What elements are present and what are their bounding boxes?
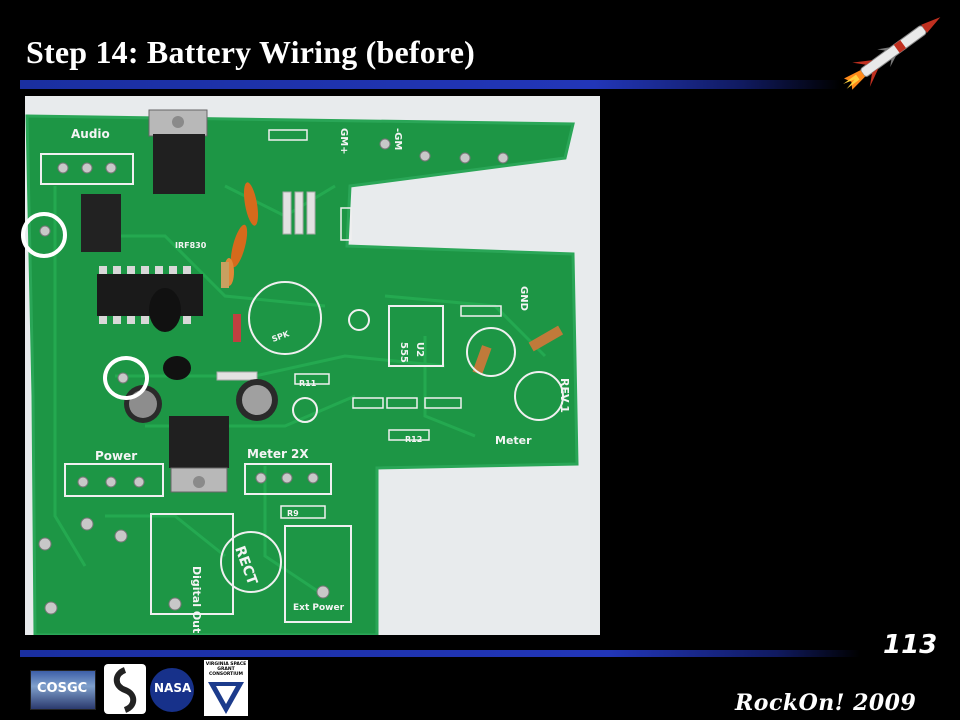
- slide-title: Step 14: Battery Wiring (before): [26, 34, 475, 70]
- cosgc-logo-text: COSGC: [37, 681, 88, 696]
- label-gm-plus: GM+: [338, 128, 349, 155]
- label-r11: R11: [299, 379, 317, 388]
- sponsor-logos: COSGC NASA VIRGINIA SPACE GRANT CONSORTI…: [30, 660, 250, 718]
- label-ext-power: Ext Power: [293, 603, 345, 613]
- footer-brand: RockOn! 2009: [735, 690, 917, 716]
- label-irf830: IRF830: [175, 241, 207, 250]
- label-digital-out: Digital Out: [190, 566, 203, 633]
- nasa-logo: NASA: [150, 668, 194, 712]
- page-number: 113: [883, 630, 938, 660]
- label-rev1: REV.1: [558, 378, 571, 413]
- title-underline: [20, 80, 840, 89]
- pcb-photo: Audio Power Meter 2X Digital Out Ext Pow…: [25, 96, 600, 635]
- rocket-icon: [843, 17, 941, 90]
- label-u2: U2: [414, 342, 425, 357]
- highlight-circle-audio-pad: [21, 212, 67, 258]
- vsgc-logo-text: VIRGINIA SPACE GRANT CONSORTIUM: [205, 662, 247, 677]
- regulator-bottom: [169, 416, 229, 468]
- space-grant-logo: [104, 664, 146, 714]
- label-gm-minus: -GM: [392, 128, 403, 150]
- label-r12: R12: [405, 435, 422, 444]
- label-555: 555: [398, 342, 409, 363]
- cosgc-logo: COSGC: [30, 670, 96, 710]
- pcb-board: [27, 116, 577, 635]
- highlight-circle-battery-pad: [103, 356, 149, 400]
- label-meter2x: Meter 2X: [247, 447, 309, 461]
- nasa-logo-text: NASA: [154, 681, 192, 695]
- footer-underline: [20, 650, 860, 657]
- label-r9: R9: [287, 509, 299, 518]
- label-meter: Meter: [495, 434, 532, 447]
- label-gnd: GND: [518, 286, 529, 311]
- vsgc-logo: VIRGINIA SPACE GRANT CONSORTIUM: [204, 660, 248, 716]
- label-audio: Audio: [71, 127, 110, 141]
- label-power: Power: [95, 449, 137, 463]
